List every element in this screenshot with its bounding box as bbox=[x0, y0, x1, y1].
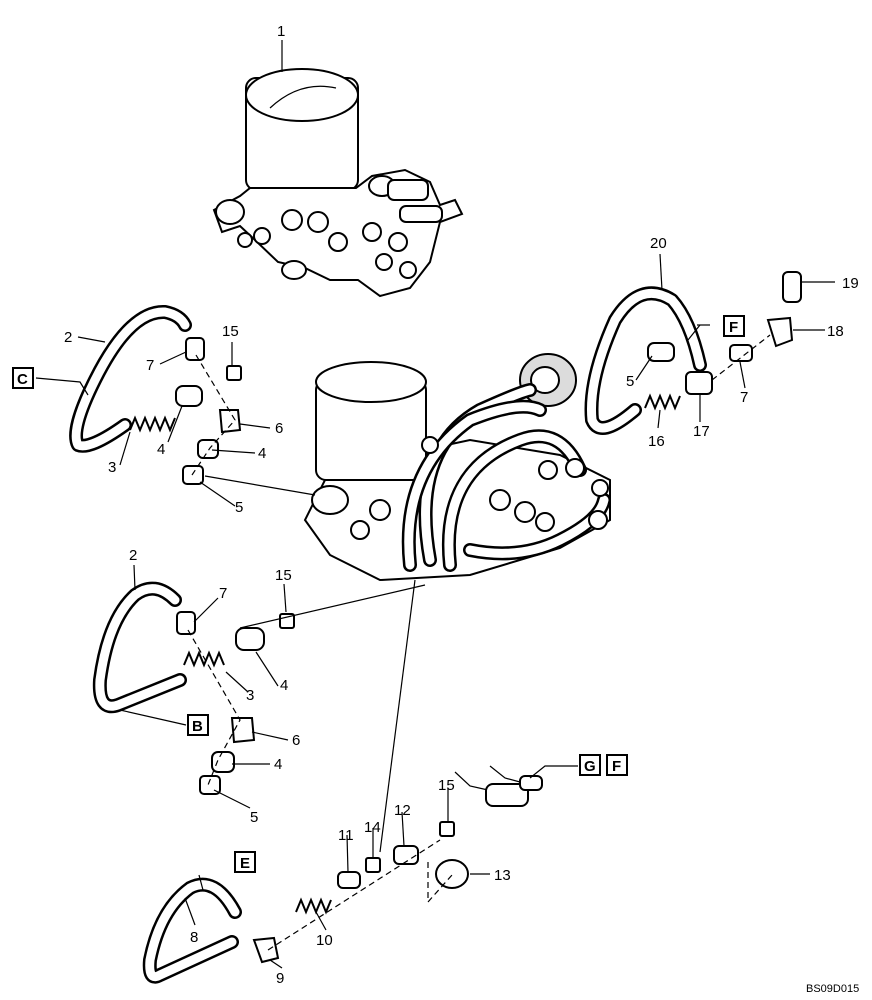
harness-g-f bbox=[454, 765, 543, 807]
ref-box-b: B bbox=[187, 714, 209, 736]
ref-box-c: C bbox=[12, 367, 34, 389]
elbow-18 bbox=[766, 316, 794, 348]
fitting-4a bbox=[175, 385, 203, 407]
elbow-9 bbox=[252, 936, 280, 964]
ref-box-g: G bbox=[579, 754, 601, 776]
ref-box-f-right: F bbox=[723, 315, 745, 337]
callout-12: 12 bbox=[394, 802, 411, 819]
fitting-4b bbox=[197, 439, 219, 459]
svg-text:C: C bbox=[17, 371, 28, 388]
callout-17: 17 bbox=[693, 423, 710, 440]
svg-text:G: G bbox=[584, 758, 596, 775]
hose-group-e bbox=[142, 579, 543, 984]
spring-3a bbox=[129, 415, 176, 433]
fitting-11 bbox=[337, 871, 361, 889]
drawing-code: BS09D015 bbox=[806, 983, 859, 995]
callout-7c: 7 bbox=[740, 389, 748, 406]
callout-2a: 2 bbox=[64, 329, 72, 346]
fitting-7c bbox=[729, 344, 753, 362]
callout-13: 13 bbox=[494, 867, 511, 884]
callout-7b: 7 bbox=[219, 585, 227, 602]
air-dryer-assembly-center bbox=[303, 353, 611, 582]
callout-leaders bbox=[35, 40, 835, 969]
spring-10 bbox=[295, 897, 332, 915]
callout-5b: 5 bbox=[250, 809, 258, 826]
svg-text:F: F bbox=[729, 319, 738, 336]
spring-3b bbox=[183, 650, 225, 668]
nut-15c bbox=[439, 821, 455, 837]
fitting-5c bbox=[647, 342, 675, 362]
callout-15c: 15 bbox=[438, 777, 455, 794]
callout-7a: 7 bbox=[146, 357, 154, 374]
tee-17 bbox=[685, 371, 713, 395]
callout-4c: 4 bbox=[280, 677, 288, 694]
callout-19: 19 bbox=[842, 275, 859, 292]
fitting-7b bbox=[176, 611, 196, 635]
callout-15b: 15 bbox=[275, 567, 292, 584]
nut-14 bbox=[365, 857, 381, 873]
callout-10: 10 bbox=[316, 932, 333, 949]
sensor-19 bbox=[782, 271, 802, 303]
fitting-4d bbox=[211, 751, 235, 773]
hose-group-f bbox=[584, 271, 802, 435]
svg-text:F: F bbox=[612, 758, 621, 775]
ref-box-f-lower: F bbox=[606, 754, 628, 776]
callout-11: 11 bbox=[338, 827, 354, 844]
callout-2b: 2 bbox=[129, 547, 137, 564]
callout-3a: 3 bbox=[108, 459, 116, 476]
callout-1: 1 bbox=[277, 23, 285, 40]
callout-18: 18 bbox=[827, 323, 844, 340]
hose-group-c bbox=[69, 305, 316, 496]
callout-labels: 1 2 7 15 3 4 6 4 5 2 7 15 3 4 6 4 5 20 1… bbox=[64, 23, 859, 987]
elbow-6b bbox=[230, 717, 256, 744]
callout-20: 20 bbox=[650, 235, 667, 252]
svg-text:E: E bbox=[240, 855, 250, 872]
reference-boxes: C F B E G F bbox=[12, 315, 745, 873]
ref-box-e: E bbox=[234, 851, 256, 873]
fitting-7a bbox=[185, 337, 205, 361]
hose-group-b bbox=[92, 581, 426, 795]
callout-4a: 4 bbox=[157, 441, 165, 458]
spring-16 bbox=[644, 393, 681, 411]
fitting-5b bbox=[199, 775, 221, 795]
elbow-6a bbox=[218, 409, 242, 434]
callout-9: 9 bbox=[276, 970, 284, 987]
svg-text:B: B bbox=[192, 718, 203, 735]
fitting-13 bbox=[435, 859, 469, 889]
callout-4b: 4 bbox=[258, 445, 266, 462]
callout-16: 16 bbox=[648, 433, 665, 450]
callout-3b: 3 bbox=[246, 687, 254, 704]
callout-5a: 5 bbox=[235, 499, 243, 516]
fitting-12 bbox=[393, 845, 419, 865]
nut-15a bbox=[226, 365, 242, 381]
callout-15a: 15 bbox=[222, 323, 239, 340]
fitting-5a bbox=[182, 465, 204, 485]
callout-6a: 6 bbox=[275, 420, 283, 437]
fitting-4c bbox=[235, 627, 265, 651]
callout-5c: 5 bbox=[626, 373, 634, 390]
callout-6b: 6 bbox=[292, 732, 300, 749]
air-dryer-unit-top bbox=[212, 68, 464, 298]
callout-14: 14 bbox=[364, 819, 381, 836]
callout-4d: 4 bbox=[274, 756, 282, 773]
callout-8: 8 bbox=[190, 929, 198, 946]
